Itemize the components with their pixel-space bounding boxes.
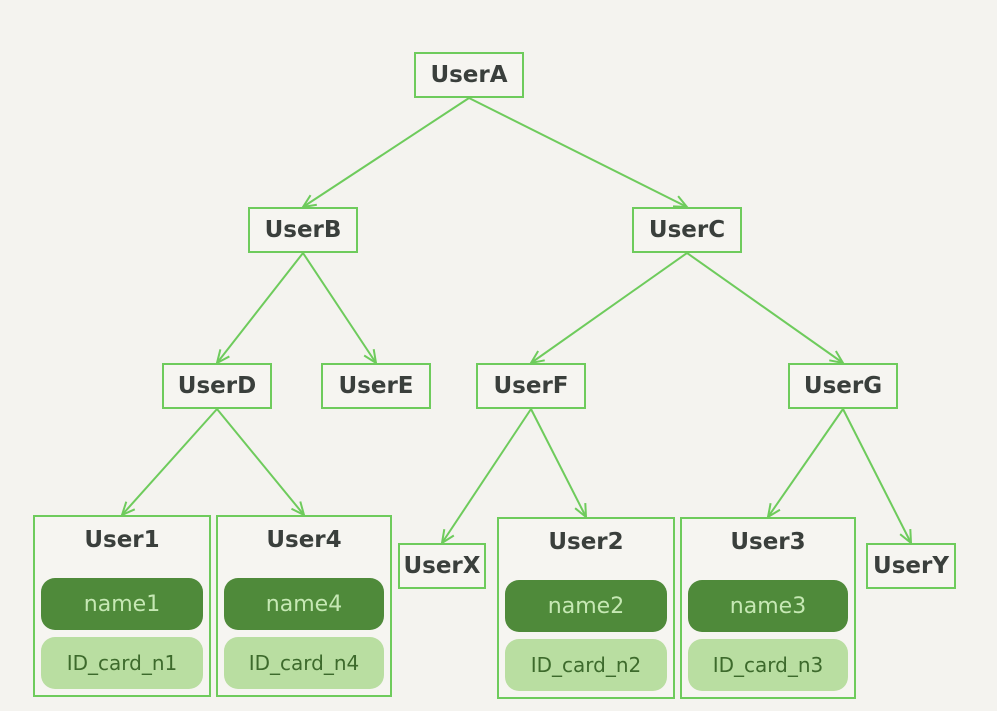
id-card-pill: ID_card_n1 — [41, 637, 203, 689]
id-card-pill: ID_card_n2 — [505, 639, 667, 691]
edge-userb-userd — [216, 252, 304, 364]
edge-userg-usery — [842, 408, 912, 544]
edge-userd-user4 — [216, 408, 305, 516]
node-usera: UserA — [414, 52, 524, 98]
edge-userb-usere — [302, 252, 377, 364]
edge-userc-userg — [686, 252, 844, 364]
leaf-user4: User4 name4 ID_card_n4 — [216, 515, 392, 697]
name-pill: name2 — [505, 580, 667, 632]
leaf-title: User1 — [84, 527, 160, 553]
arrowhead-usera-userb — [300, 194, 317, 209]
leaf-title: User2 — [548, 529, 624, 555]
edge-userg-user3 — [767, 408, 844, 518]
name-pill: name4 — [224, 578, 384, 630]
id-card-pill: ID_card_n3 — [688, 639, 848, 691]
leaf-user3: User3 name3 ID_card_n3 — [680, 517, 856, 699]
node-usery: UserY — [866, 543, 956, 589]
node-userd: UserD — [162, 363, 272, 409]
node-userb: UserB — [248, 207, 358, 253]
node-userx: UserX — [398, 543, 486, 589]
edge-usera-userc — [468, 97, 688, 208]
node-userc: UserC — [632, 207, 742, 253]
name-pill: name1 — [41, 578, 203, 630]
leaf-title: User4 — [266, 527, 342, 553]
node-usere: UserE — [321, 363, 431, 409]
edge-userd-user1 — [121, 408, 218, 516]
leaf-user1: User1 name1 ID_card_n1 — [33, 515, 211, 697]
node-userg: UserG — [788, 363, 898, 409]
edge-userc-userf — [530, 252, 688, 364]
edge-userf-user2 — [530, 408, 587, 518]
arrowhead-userf-userx — [440, 529, 455, 546]
arrowhead-userb-usere — [363, 349, 378, 366]
id-card-pill: ID_card_n4 — [224, 637, 384, 689]
edge-userf-userx — [441, 408, 532, 544]
leaf-user2: User2 name2 ID_card_n2 — [497, 517, 675, 699]
edge-usera-userb — [302, 97, 470, 208]
node-userf: UserF — [476, 363, 586, 409]
leaf-title: User3 — [730, 529, 806, 555]
name-pill: name3 — [688, 580, 848, 632]
